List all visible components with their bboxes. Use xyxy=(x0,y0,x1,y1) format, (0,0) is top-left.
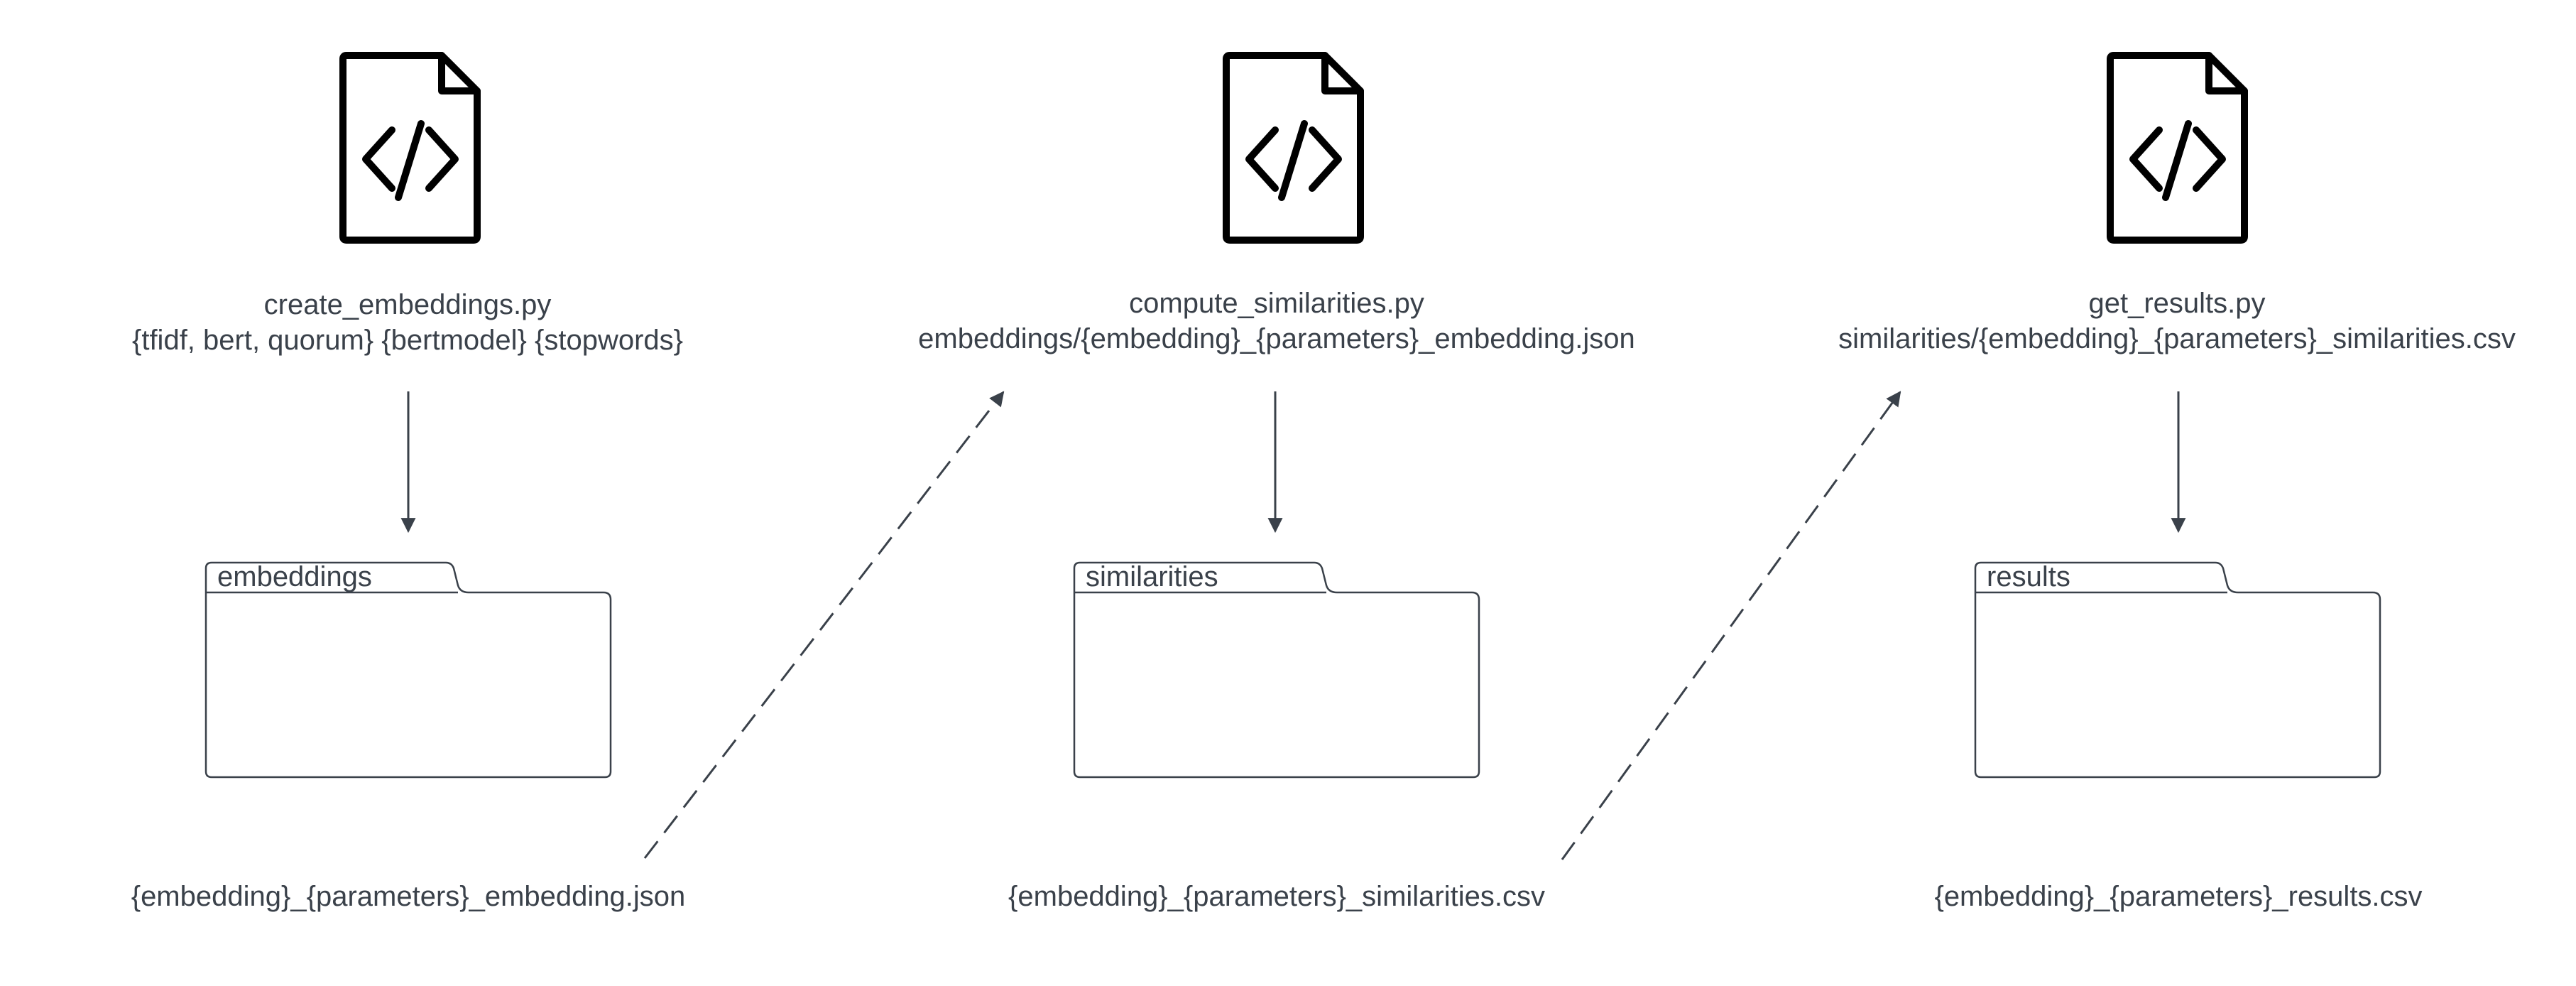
script-name: create_embeddings.py xyxy=(264,289,552,320)
script-node-compute-similarities: compute_similarities.py embeddings/{embe… xyxy=(918,52,1635,354)
folder-icon xyxy=(1974,561,2381,779)
dashed-arrow-similarities-csv-to-get-results xyxy=(1561,391,1901,860)
folder-embeddings: embeddings xyxy=(204,561,612,779)
folder-label: similarities xyxy=(1086,561,1218,592)
code-file-icon xyxy=(2107,52,2248,244)
output-filename-embedding-json: {embedding}_{parameters}_embedding.json xyxy=(131,881,686,912)
script-node-create-embeddings: create_embeddings.py {tfidf, bert, quoru… xyxy=(132,52,683,356)
script-name: compute_similarities.py xyxy=(1129,288,1424,319)
code-file-icon xyxy=(339,52,481,244)
script-name: get_results.py xyxy=(2088,288,2265,319)
dashed-arrow-embedding-json-to-compute-similarities xyxy=(643,391,1005,859)
folder-similarities: similarities xyxy=(1073,561,1480,779)
folder-results: results xyxy=(1974,561,2381,779)
folder-icon xyxy=(1073,561,1480,779)
output-filename-similarities-csv: {embedding}_{parameters}_similarities.cs… xyxy=(1008,881,1545,912)
script-arguments: similarities/{embedding}_{parameters}_si… xyxy=(1838,323,2516,354)
script-node-get-results: get_results.py similarities/{embedding}_… xyxy=(1838,52,2516,354)
script-arguments: embeddings/{embedding}_{parameters}_embe… xyxy=(918,323,1635,354)
script-arguments: {tfidf, bert, quorum} {bertmodel} {stopw… xyxy=(132,325,683,356)
folder-label: results xyxy=(1987,561,2070,592)
folder-label: embeddings xyxy=(217,561,372,592)
code-file-icon xyxy=(1223,52,1364,244)
folder-icon xyxy=(204,561,612,779)
output-filename-results-csv: {embedding}_{parameters}_results.csv xyxy=(1934,881,2422,912)
